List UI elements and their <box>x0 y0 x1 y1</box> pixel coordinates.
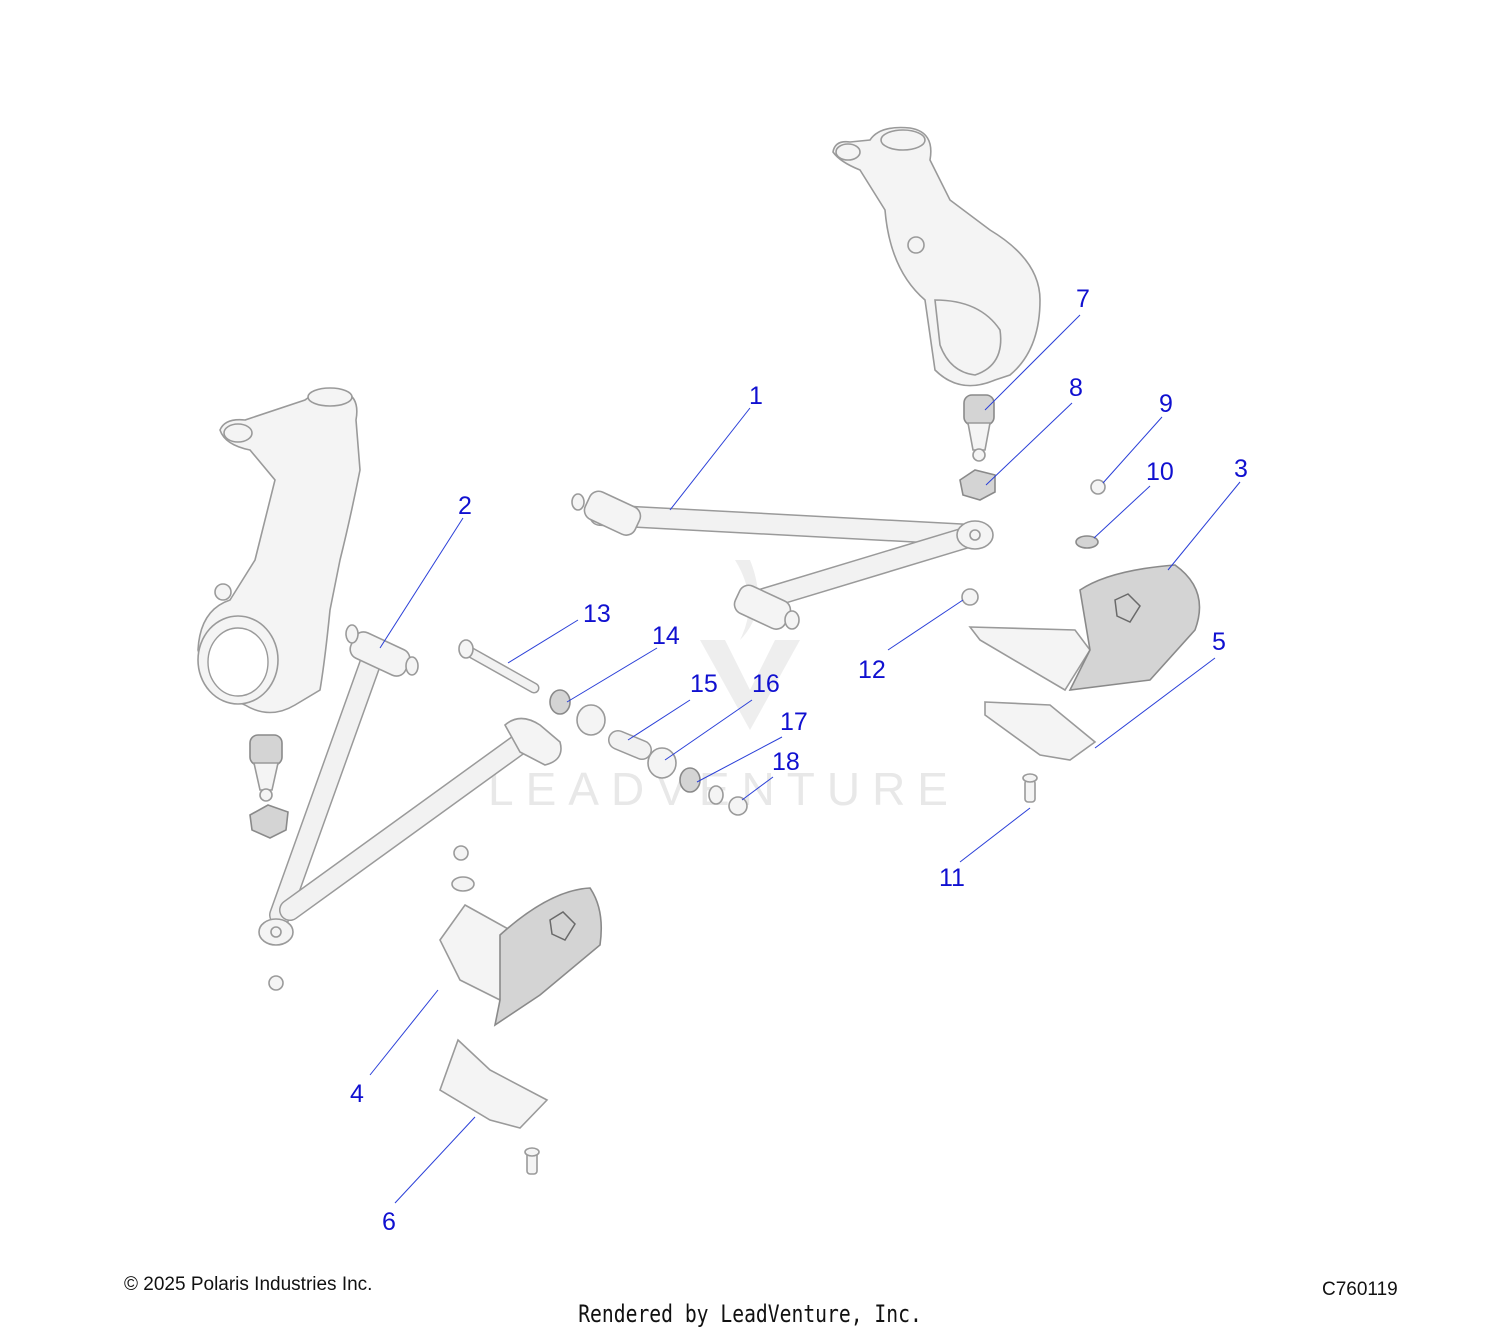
callout-5: 5 <box>1212 628 1226 656</box>
copyright-text: © 2025 Polaris Industries Inc. <box>124 1274 373 1295</box>
washer-17 <box>679 767 701 793</box>
guard-left <box>439 887 603 1027</box>
bolt-13 <box>458 639 540 694</box>
callout-11: 11 <box>939 864 965 892</box>
watermark: LEADVENTURE <box>488 560 960 815</box>
callout-1: 1 <box>749 382 763 410</box>
callout-4: 4 <box>350 1080 364 1108</box>
bushing-16 <box>647 747 677 779</box>
boot-cap-upper <box>959 469 996 501</box>
sleeve-15 <box>608 730 652 760</box>
nut-9 <box>1090 479 1106 495</box>
washer-10 <box>1075 535 1099 549</box>
washer-18a <box>708 785 724 805</box>
callout-6: 6 <box>382 1208 396 1236</box>
callout-2: 2 <box>458 492 472 520</box>
steering-knuckle-upper <box>832 126 1041 387</box>
drawing-id: C760119 <box>1322 1279 1398 1300</box>
callout-9: 9 <box>1159 390 1173 418</box>
callout-12: 12 <box>858 656 886 684</box>
ball-joint-upper <box>963 394 995 462</box>
callout-8: 8 <box>1069 374 1083 402</box>
guard-right <box>968 564 1201 692</box>
callout-labels: 1 2 3 4 5 6 7 8 9 10 11 12 13 14 15 16 1… <box>350 285 1248 1236</box>
ball-joint-lower <box>249 734 283 802</box>
bolt-left <box>524 1147 540 1175</box>
leader-lines <box>369 314 1241 1204</box>
steering-knuckle-lower <box>197 387 361 714</box>
nut-left <box>453 845 469 861</box>
callout-13: 13 <box>583 600 611 628</box>
callout-18: 18 <box>772 748 800 776</box>
washer-left <box>451 876 475 892</box>
bracket-left <box>439 1038 549 1129</box>
spacer-left <box>576 704 606 736</box>
bracket-right <box>984 701 1097 761</box>
nut-18 <box>728 796 748 816</box>
watermark-text: LEADVENTURE <box>488 763 960 815</box>
upper-a-arm <box>571 490 994 630</box>
lower-a-arm <box>258 624 562 946</box>
bolt-11 <box>1022 773 1038 803</box>
bushing-14 <box>549 689 571 715</box>
render-note: Rendered by LeadVenture, Inc. <box>578 1300 922 1328</box>
nut-12 <box>961 588 979 606</box>
callout-17: 17 <box>780 708 808 736</box>
boot-cap-lower <box>249 804 289 839</box>
callout-14: 14 <box>652 622 680 650</box>
callout-16: 16 <box>752 670 780 698</box>
callout-10: 10 <box>1146 458 1174 486</box>
callout-7: 7 <box>1076 285 1090 313</box>
callout-15: 15 <box>690 670 718 698</box>
callout-3: 3 <box>1234 455 1248 483</box>
nut-bottom-left <box>268 975 284 991</box>
